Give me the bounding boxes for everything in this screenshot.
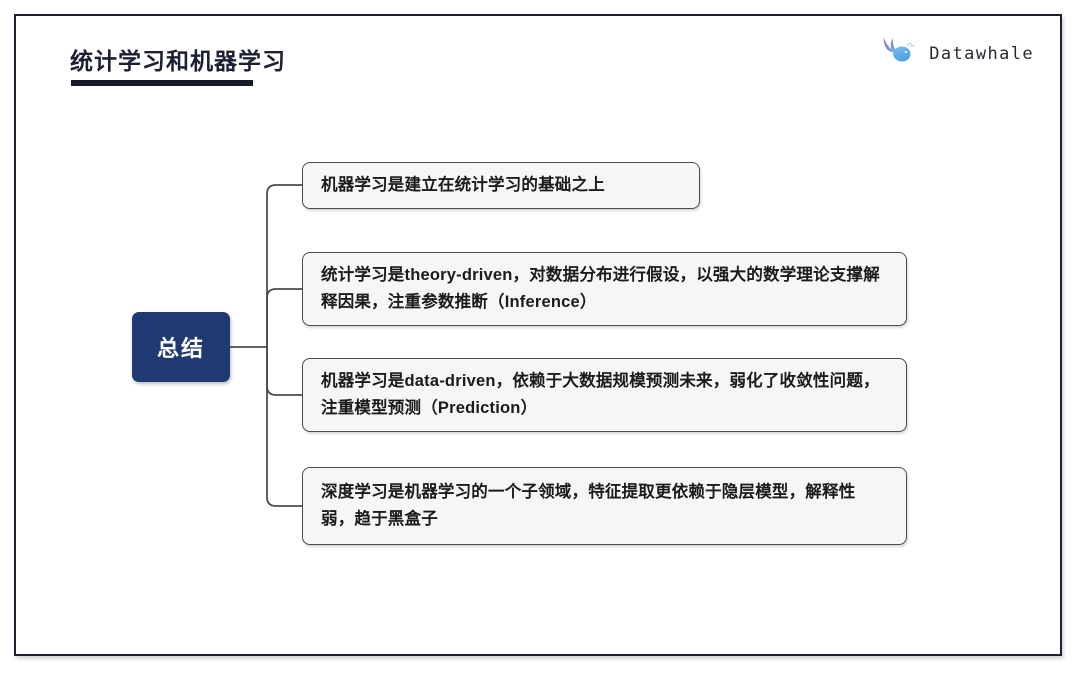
leaf-box-text: 机器学习是建立在统计学习的基础之上 xyxy=(321,176,605,195)
whale-icon xyxy=(881,36,915,71)
mindmap-leaf-box[interactable]: 统计学习是theory-driven，对数据分布进行假设，以强大的数学理论支撑解… xyxy=(302,252,907,326)
mindmap-leaf-box[interactable]: 机器学习是data-driven，依赖于大数据规模预测未来，弱化了收敛性问题，注… xyxy=(302,358,907,432)
leaf-box-text: 机器学习是data-driven，依赖于大数据规模预测未来，弱化了收敛性问题，注… xyxy=(321,372,880,417)
brand-logo: Datawhale xyxy=(881,36,1034,71)
mindmap-leaf-box[interactable]: 深度学习是机器学习的一个子领域，特征提取更依赖于隐层模型，解释性弱，趋于黑盒子 xyxy=(302,467,907,545)
leaf-box-text: 深度学习是机器学习的一个子领域，特征提取更依赖于隐层模型，解释性弱，趋于黑盒子 xyxy=(321,483,856,528)
mindmap-root-node[interactable]: 总结 xyxy=(132,312,230,382)
leaf-box-text: 统计学习是theory-driven，对数据分布进行假设，以强大的数学理论支撑解… xyxy=(321,266,880,311)
brand-name: Datawhale xyxy=(929,43,1034,64)
title-underline-bar xyxy=(71,80,253,86)
page-title: 统计学习和机器学习 xyxy=(70,48,286,74)
mindmap-diagram: 总结 机器学习是建立在统计学习的基础之上 统计学习是theory-driven，… xyxy=(16,16,1064,658)
mindmap-leaf-box[interactable]: 机器学习是建立在统计学习的基础之上 xyxy=(302,162,700,209)
slide-frame: 统计学习和机器学习 xyxy=(14,14,1062,656)
root-node-label: 总结 xyxy=(156,336,205,361)
